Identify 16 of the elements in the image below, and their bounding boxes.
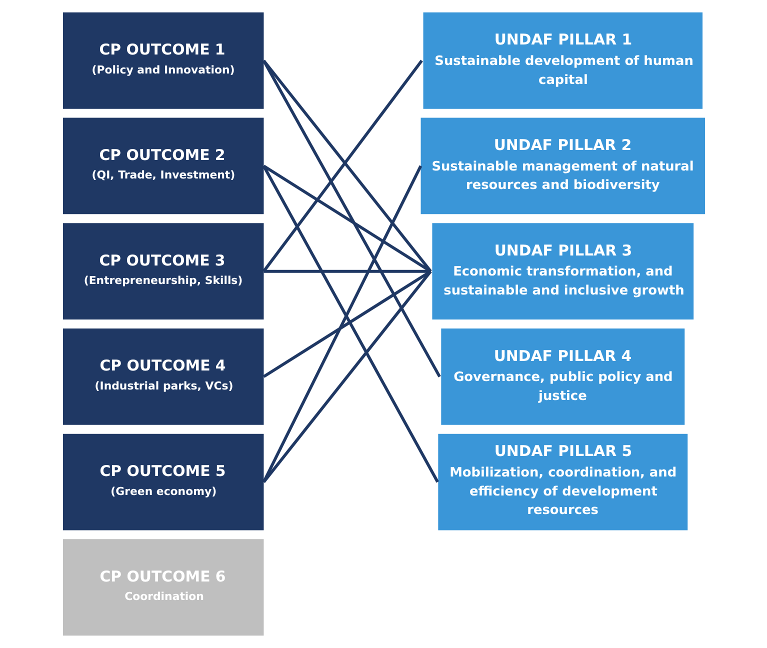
node-box: CP OUTCOME 4 (Industrial parks, VCs)	[62, 328, 264, 425]
node-box: UNDAF PILLAR 5 Mobilization, coordination, and efficiency of development resources	[438, 434, 688, 530]
connector	[262, 270, 431, 378]
node-box: CP OUTCOME 6 Coordination	[62, 539, 264, 636]
node-box: UNDAF PILLAR 3 Economic transformation, and sustainable and inclusive growth	[432, 223, 694, 320]
node-box: UNDAF PILLAR 1 Sustainable development of human capital	[422, 12, 702, 109]
node-box: CP OUTCOME 1 (Policy and Innovation)	[62, 12, 264, 109]
node-box: CP OUTCOME 3 (Entrepreneurship, Skills)	[62, 223, 264, 320]
connector	[262, 164, 431, 273]
connector	[262, 270, 432, 483]
connector	[263, 270, 430, 273]
node-box: UNDAF PILLAR 4 Governance, public policy and justice	[440, 328, 684, 425]
node-box: UNDAF PILLAR 2 Sustainable management of natural resources and biodiversity	[420, 118, 705, 214]
node-box: CP OUTCOME 5 (Green economy)	[62, 434, 264, 530]
node-box: CP OUTCOME 2 (QI, Trade, Investment)	[62, 118, 264, 214]
connector	[262, 60, 440, 378]
